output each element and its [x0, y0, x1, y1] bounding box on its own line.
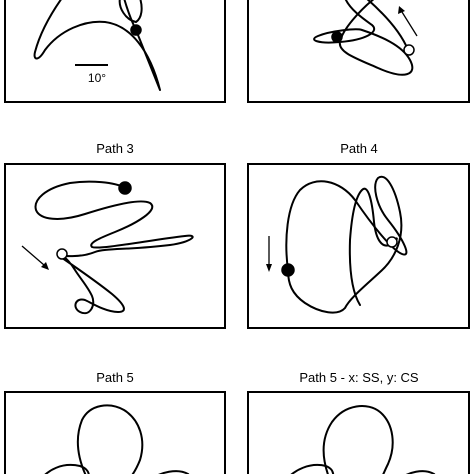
direction-arrow-head — [41, 262, 49, 270]
trajectory-path-left — [290, 464, 335, 474]
panel-title: Path 4 — [340, 141, 378, 156]
panel-title: Path 5 — [96, 370, 134, 385]
scale-bar-label: 10° — [88, 71, 106, 85]
panel-path-4: Path 4 — [247, 141, 470, 329]
trajectory-path — [285, 175, 408, 314]
trajectory-path — [76, 404, 144, 474]
start-marker — [281, 263, 295, 277]
panel-path-1: 10° — [4, 0, 226, 103]
end-marker — [386, 236, 398, 248]
panel-frame — [247, 0, 470, 103]
panel-path-2 — [247, 0, 470, 103]
trajectory-path — [322, 405, 394, 474]
panel-path-5-ss-cs: Path 5 - x: SS, y: CS — [247, 370, 470, 474]
panel-title: Path 5 - x: SS, y: CS — [299, 370, 419, 385]
panel-path-5: Path 5 — [4, 370, 226, 474]
trajectory-path — [34, 180, 194, 315]
direction-arrow-head — [266, 264, 272, 272]
panel-frame — [4, 391, 226, 474]
trajectory-tail — [366, 0, 409, 51]
direction-arrow — [401, 11, 418, 37]
start-marker — [118, 181, 132, 195]
end-marker — [56, 248, 68, 260]
trajectory-path-left — [44, 464, 90, 474]
panel-path-3: Path 3 — [4, 141, 226, 329]
start-marker — [331, 31, 343, 43]
panel-frame — [247, 391, 470, 474]
start-marker — [130, 24, 142, 36]
end-marker — [403, 44, 415, 56]
direction-arrow-head — [398, 6, 405, 14]
panel-frame — [4, 0, 226, 103]
trajectory-loop — [118, 0, 143, 23]
trajectory-path — [313, 0, 414, 76]
direction-arrow — [21, 245, 45, 266]
panel-title: Path 3 — [96, 141, 134, 156]
